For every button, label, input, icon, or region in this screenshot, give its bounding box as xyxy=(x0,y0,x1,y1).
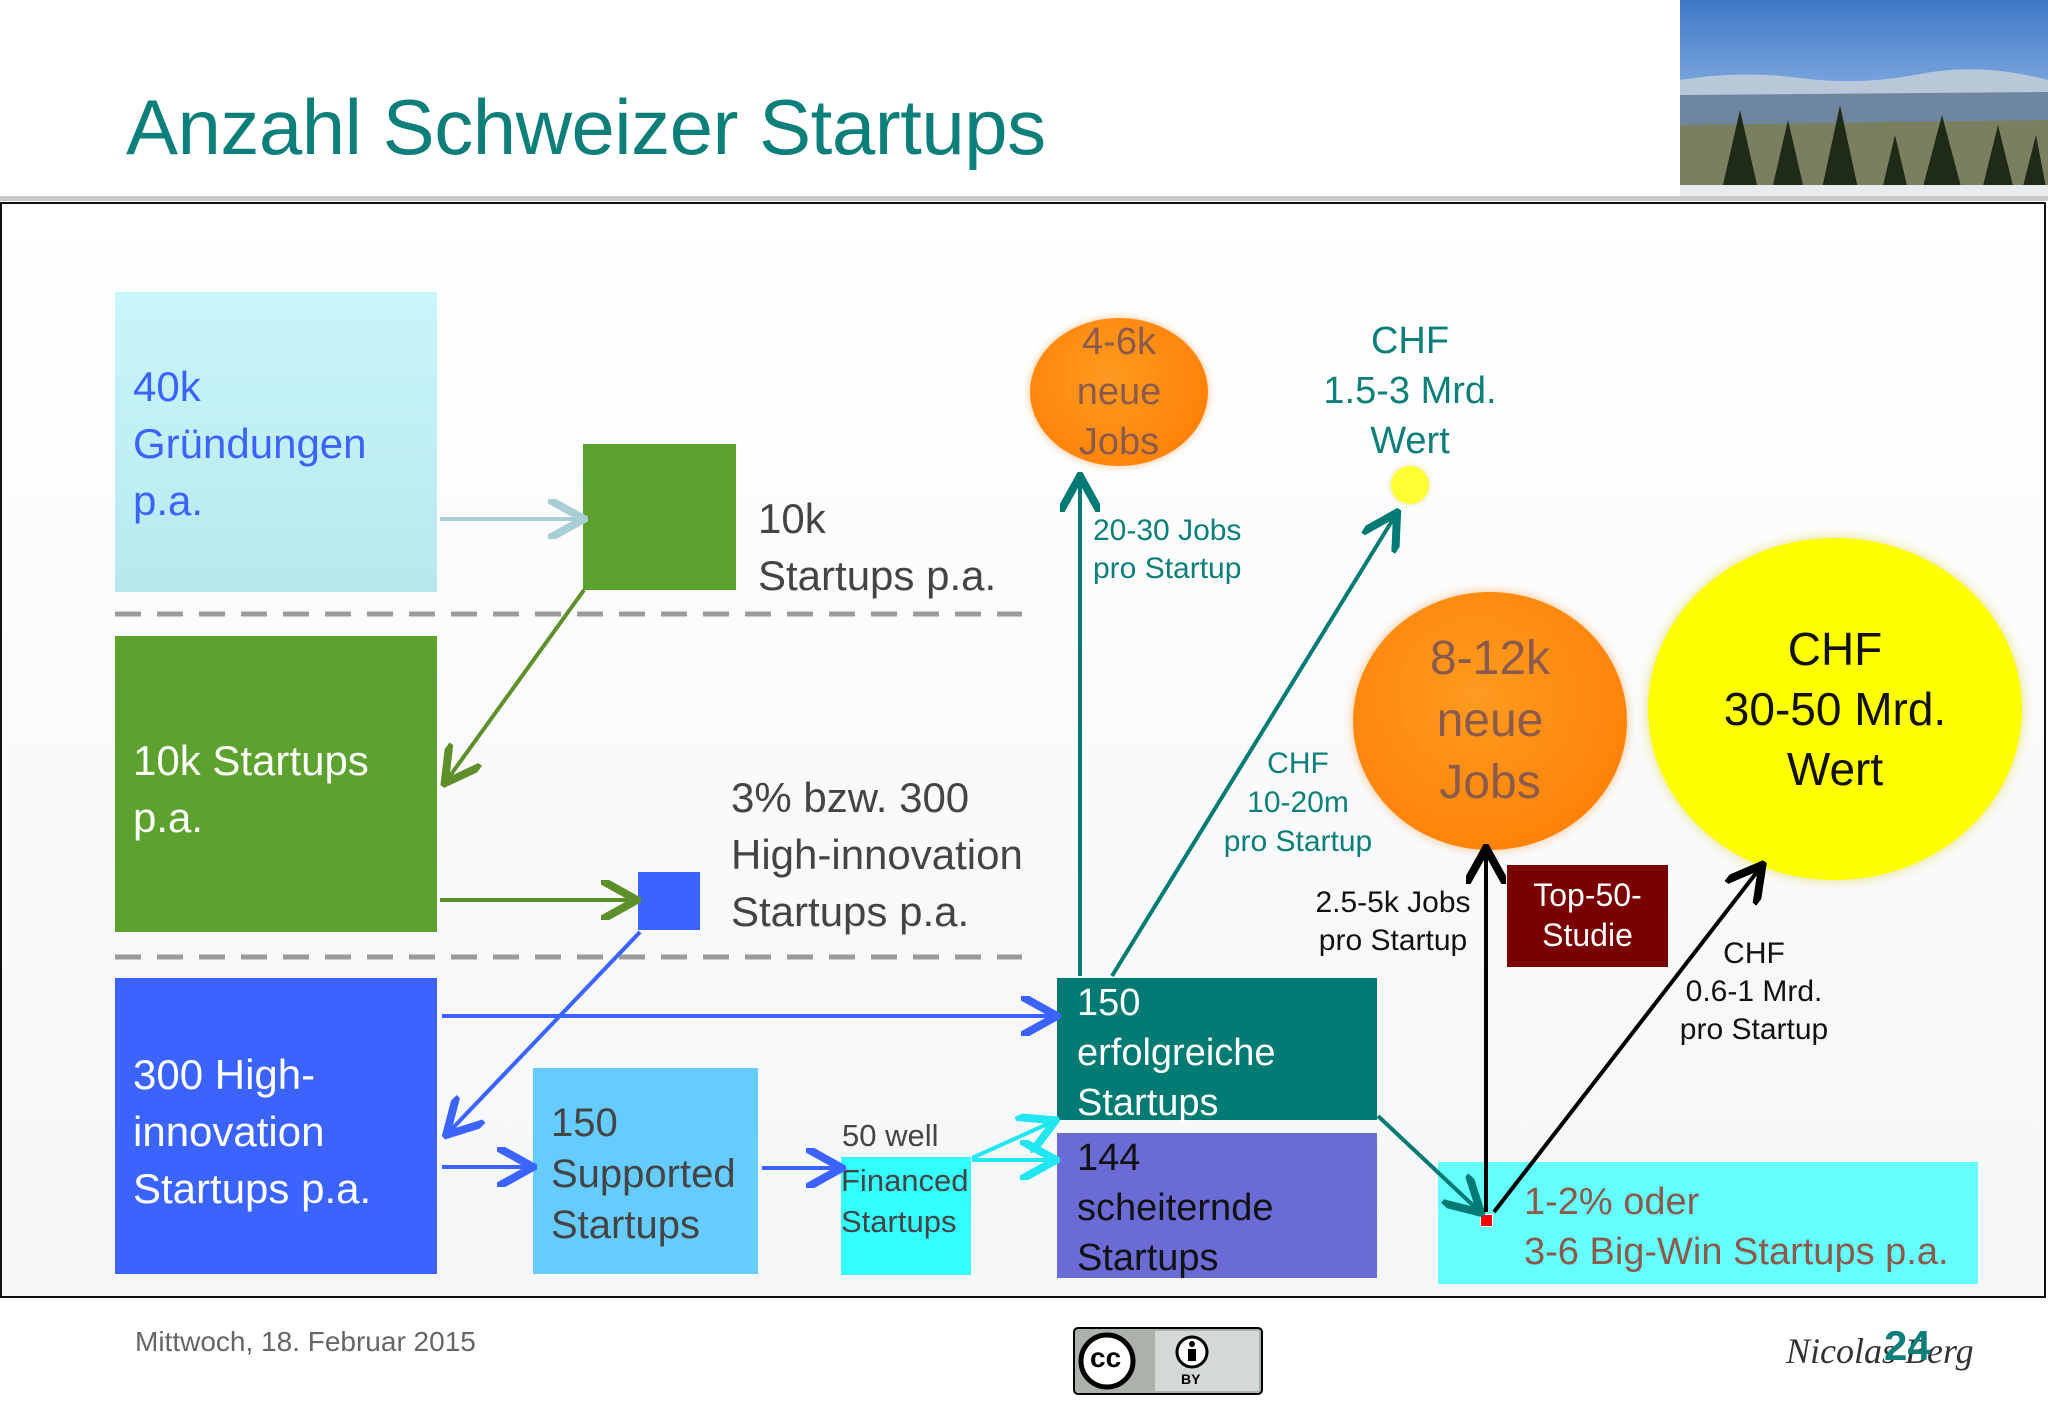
circle-jobs-big-text: 8-12k neue Jobs xyxy=(1429,632,1551,809)
circle-value-big-text: CHF 30-50 Mrd. Wert xyxy=(1723,623,1947,795)
box-300-high-innovation: 300 High- innovation Startups p.a. xyxy=(115,978,437,1274)
page-title: Anzahl Schweizer Startups xyxy=(126,83,1046,171)
page-number: 24 xyxy=(1884,1322,1931,1369)
box-150-erfolgreiche: 150 erfolgreiche Startups xyxy=(1057,978,1377,1124)
cc-by-license-badge[interactable]: cc BY xyxy=(1073,1327,1263,1395)
label-jobs-big-per-startup: 2.5-5k Jobs pro Startup xyxy=(1315,886,1471,957)
label-chf-value-small: CHF 1.5-3 Mrd. Wert xyxy=(1323,320,1497,462)
blue-square-300 xyxy=(638,872,700,930)
footer-date: Mittwoch, 18. Februar 2015 xyxy=(135,1326,476,1357)
circle-value-small xyxy=(1391,466,1429,504)
circle-jobs-small-text: 4-6k neue Jobs xyxy=(1076,321,1162,463)
label-jobs-per-startup: 20-30 Jobs pro Startup xyxy=(1093,514,1242,585)
arrow-erfolgreiche-to-big-win xyxy=(1376,1114,1478,1210)
box-financed-startups: Financed Startups xyxy=(841,1157,971,1275)
footer-author: Nicolas Berg xyxy=(1786,1331,1974,1371)
arrow-erfolgreiche-to-value-small xyxy=(1110,516,1395,978)
box-top50-studie: Top-50- Studie xyxy=(1507,865,1668,967)
label-chf-big-per-startup: CHF 0.6-1 Mrd. pro Startup xyxy=(1679,937,1829,1046)
label-10k-startups-side: 10k Startups p.a. xyxy=(758,495,997,599)
box-10k-startups: 10k Startups p.a. xyxy=(115,636,437,932)
label-high-innovation-side: 3% bzw. 300 High-innovation Startups p.a… xyxy=(731,774,1023,935)
circle-value-big: CHF 30-50 Mrd. Wert xyxy=(1648,538,2022,880)
box-150-supported: 150 Supported Startups xyxy=(533,1068,758,1274)
circle-jobs-small: 4-6k neue Jobs xyxy=(1030,318,1208,466)
box-144-scheiternde: 144 scheiternde Startups xyxy=(1057,1133,1377,1279)
header-landscape-image xyxy=(1680,0,2048,198)
arrow-financed-to-erfolgreiche xyxy=(971,1122,1052,1160)
cc-icon xyxy=(1078,1332,1136,1390)
arrow-10k-to-startups-box xyxy=(447,588,586,780)
arrow-blue-square-to-300-box xyxy=(449,930,642,1132)
label-chf-per-startup: CHF 10-20m pro Startup xyxy=(1223,747,1373,858)
box-big-win: 1-2% oder 3-6 Big-Win Startups p.a. xyxy=(1438,1162,1978,1284)
arrow-big-win-to-value-big xyxy=(1492,868,1760,1214)
by-label: BY xyxy=(1181,1371,1201,1387)
green-square-10k xyxy=(583,444,736,590)
label-50-well: 50 well xyxy=(842,1118,939,1153)
box-gruendungen: 40k Gründungen p.a. xyxy=(115,292,437,592)
circle-jobs-big: 8-12k neue Jobs xyxy=(1353,592,1627,850)
header-divider xyxy=(0,196,2048,201)
cc-label: cc xyxy=(1090,1342,1122,1373)
